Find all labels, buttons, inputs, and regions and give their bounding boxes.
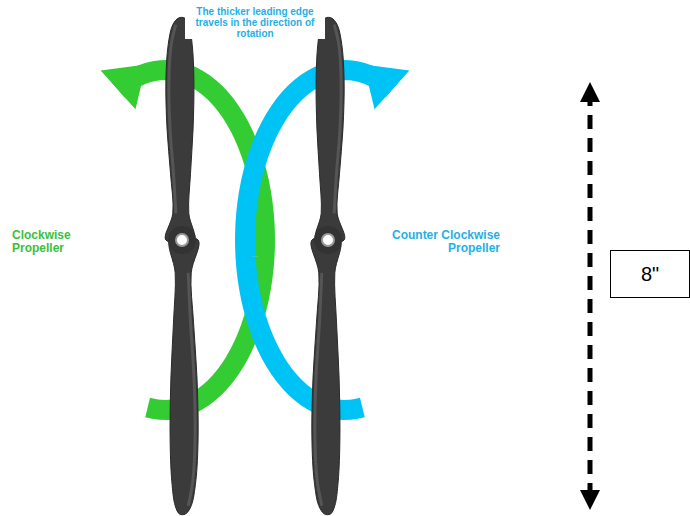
- arrow-head: [101, 64, 147, 109]
- propellers: [165, 17, 345, 514]
- arrow-head: [364, 64, 410, 109]
- dimension-arrow: [588, 92, 593, 500]
- propeller-blade: [169, 236, 199, 514]
- propeller-blade: [165, 17, 195, 243]
- note-text: The thicker leading edge travels in the …: [185, 6, 325, 39]
- propeller: [311, 17, 345, 514]
- propeller-hub: [314, 226, 342, 254]
- hub-hole: [322, 234, 334, 246]
- dimension-box: 8": [610, 250, 690, 298]
- propeller-blade: [311, 236, 341, 514]
- dimension-value: 8": [641, 263, 659, 286]
- blade-edge: [334, 25, 341, 214]
- blade-edge: [315, 273, 322, 506]
- propeller-blade: [315, 17, 345, 243]
- blade-edge: [169, 25, 176, 214]
- blade-edge: [188, 273, 195, 506]
- propeller-hub: [168, 226, 196, 254]
- propeller-label: Clockwise Propeller: [12, 229, 92, 255]
- propeller: [165, 17, 199, 514]
- hub-hole: [176, 234, 188, 246]
- propeller-label: Counter Clockwise Propeller: [372, 229, 500, 255]
